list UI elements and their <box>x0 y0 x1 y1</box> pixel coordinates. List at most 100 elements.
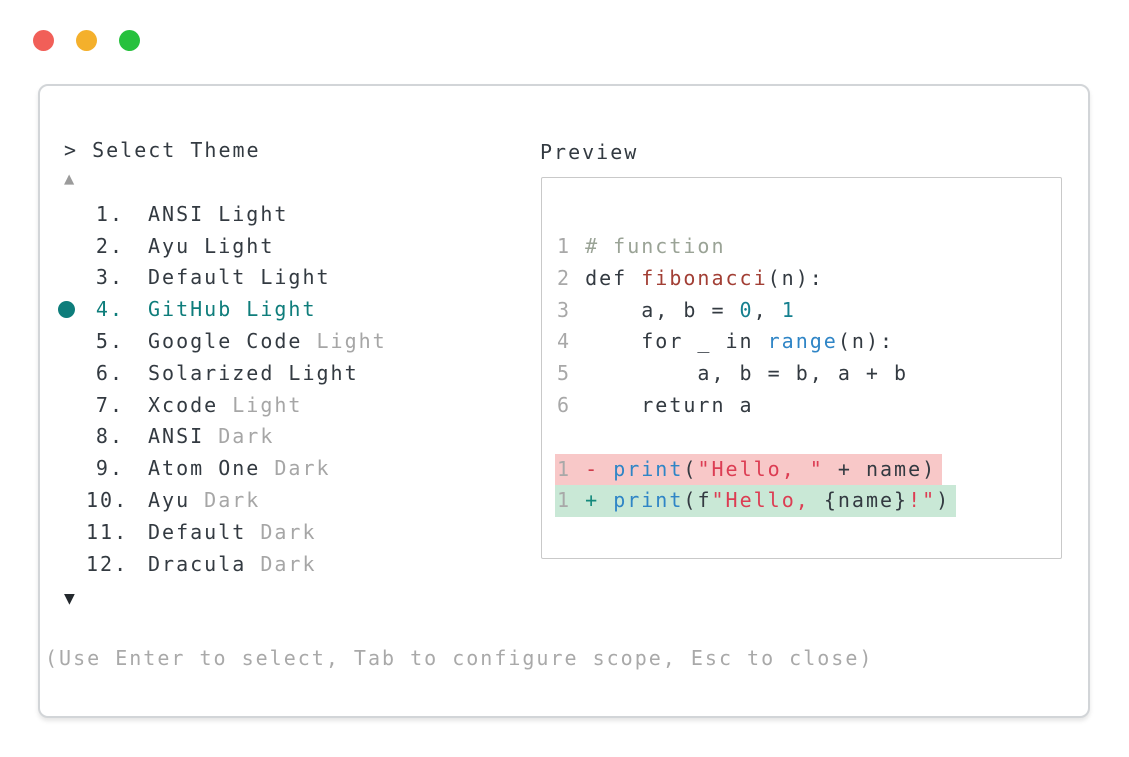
theme-list-item[interactable]: 2. Ayu Light <box>56 230 526 262</box>
theme-variant: Dark <box>204 488 261 513</box>
theme-list-item[interactable]: 10. Ayu Dark <box>56 484 526 516</box>
code-token: return a <box>585 392 754 417</box>
theme-list-item[interactable]: 9. Atom One Dark <box>56 452 526 484</box>
theme-variant: Light <box>246 297 317 322</box>
code-token: for _ in <box>585 329 768 354</box>
theme-label: Solarized Light <box>148 361 359 385</box>
code-token: - <box>585 456 614 481</box>
theme-number: 6. <box>95 360 124 385</box>
code-token: print <box>613 488 684 513</box>
scroll-up-icon[interactable]: ▲ <box>64 169 75 189</box>
close-button[interactable] <box>33 30 54 51</box>
code-token: ( <box>683 456 698 481</box>
code-token: a, b = <box>585 297 740 322</box>
theme-label: Default Dark <box>148 520 317 544</box>
theme-label: Ayu Light <box>148 234 274 258</box>
removed-highlight: 1 - print("Hello, " + name) <box>555 453 943 486</box>
theme-list-item[interactable]: 3.Default Light <box>56 262 526 294</box>
theme-list-item[interactable]: 11. Default Dark <box>56 516 526 548</box>
theme-variant: Dark <box>260 519 317 544</box>
diff-removed-line: 1 - print("Hello, " + name) <box>555 453 1061 486</box>
theme-list-item[interactable]: 1. ANSI Light <box>56 198 526 230</box>
theme-variant: Light <box>204 233 275 258</box>
code-token: "Hello, <box>711 488 824 513</box>
theme-list-item[interactable]: 8. ANSI Dark <box>56 421 526 453</box>
code-token: ) <box>936 488 951 513</box>
theme-number: 3. <box>95 265 124 290</box>
theme-number: 8. <box>95 424 124 449</box>
theme-list-item[interactable]: 12. Dracula Dark <box>56 548 526 580</box>
theme-number: 4. <box>95 297 124 322</box>
theme-list-item[interactable]: 5. Google Code Light <box>56 325 526 357</box>
theme-label: GitHub Light <box>148 297 317 321</box>
minimize-button[interactable] <box>76 30 97 51</box>
theme-number: 12. <box>86 551 129 576</box>
theme-list-item[interactable]: 6. Solarized Light <box>56 357 526 389</box>
theme-list-item[interactable]: 4. GitHub Light <box>56 293 526 325</box>
theme-number: 9. <box>95 456 124 481</box>
theme-number: 10. <box>86 488 129 513</box>
code-token: (n): <box>767 265 824 290</box>
theme-name: GitHub <box>148 297 233 322</box>
added-highlight: 1 + print(f"Hello, {name}!") <box>555 485 957 518</box>
theme-name: Ayu <box>148 488 191 513</box>
code-line: 3 a, b = 0, 1 <box>557 295 1061 327</box>
code-token: print <box>613 456 684 481</box>
theme-label: Dracula Dark <box>148 552 317 576</box>
line-number: 1 <box>557 234 586 258</box>
theme-name: ANSI <box>148 424 205 449</box>
code-token: "Hello, " <box>697 456 824 481</box>
code-token: {name} <box>823 488 909 513</box>
help-text: (Use Enter to select, Tab to configure s… <box>45 646 874 670</box>
theme-name: Ayu <box>148 233 191 258</box>
theme-variant: Dark <box>274 456 331 481</box>
theme-label: Atom One Dark <box>148 456 331 480</box>
theme-name: Google Code <box>148 329 303 354</box>
code-token: # function <box>585 234 726 258</box>
line-number: 2 <box>557 265 586 290</box>
theme-variant: Light <box>316 329 387 354</box>
code-token: range <box>767 329 838 354</box>
preview-title: Preview <box>540 140 639 164</box>
theme-label: ANSI Light <box>148 202 288 226</box>
theme-variant: Light <box>260 265 331 290</box>
code-token: !" <box>908 488 937 513</box>
theme-number: 2. <box>95 233 124 258</box>
diff-added-line: 1 + print(f"Hello, {name}!") <box>555 485 1061 518</box>
scroll-down-icon[interactable]: ▼ <box>64 587 75 609</box>
theme-number: 5. <box>95 329 124 354</box>
line-number: 1 <box>557 488 586 513</box>
theme-list-column: > Select Theme ▲ 1. ANSI Light 2. Ayu Light… <box>56 136 526 612</box>
theme-list-item[interactable]: 7. Xcode Light <box>56 389 526 421</box>
theme-name: Dracula <box>148 551 247 576</box>
select-theme-prompt: > Select Theme <box>64 138 261 162</box>
theme-label: ANSI Dark <box>148 424 274 448</box>
theme-name: ANSI <box>148 201 205 226</box>
code-token: 0 <box>739 297 754 322</box>
theme-name: Default <box>148 519 247 544</box>
theme-number: 1. <box>95 201 124 226</box>
code-token: + name) <box>823 456 937 481</box>
theme-variant: Dark <box>218 424 275 449</box>
code-token: (n): <box>837 329 895 354</box>
code-token: + <box>585 488 614 513</box>
theme-variant: Light <box>218 201 289 226</box>
selected-bullet-icon <box>56 300 86 318</box>
theme-picker-panel: > Select Theme ▲ 1. ANSI Light 2. Ayu Light… <box>38 84 1090 718</box>
theme-label: Ayu Dark <box>148 488 260 512</box>
theme-name: Atom One <box>148 456 261 481</box>
code-line: 4 for _ in range(n): <box>557 326 1061 358</box>
code-line: 2 def fibonacci(n): <box>557 263 1061 295</box>
line-number: 1 <box>557 456 586 481</box>
code-token: a, b = b, a + b <box>585 361 909 386</box>
code-token: fibonacci <box>641 265 768 290</box>
window-controls <box>33 30 140 51</box>
theme-label: Xcode Light <box>148 393 302 417</box>
line-number: 3 <box>557 297 586 322</box>
theme-number: 7. <box>95 392 124 417</box>
maximize-button[interactable] <box>119 30 140 51</box>
theme-name: Xcode <box>148 392 219 417</box>
theme-number: 11. <box>86 519 129 544</box>
line-number: 5 <box>557 361 586 386</box>
bullet-icon <box>58 300 75 318</box>
